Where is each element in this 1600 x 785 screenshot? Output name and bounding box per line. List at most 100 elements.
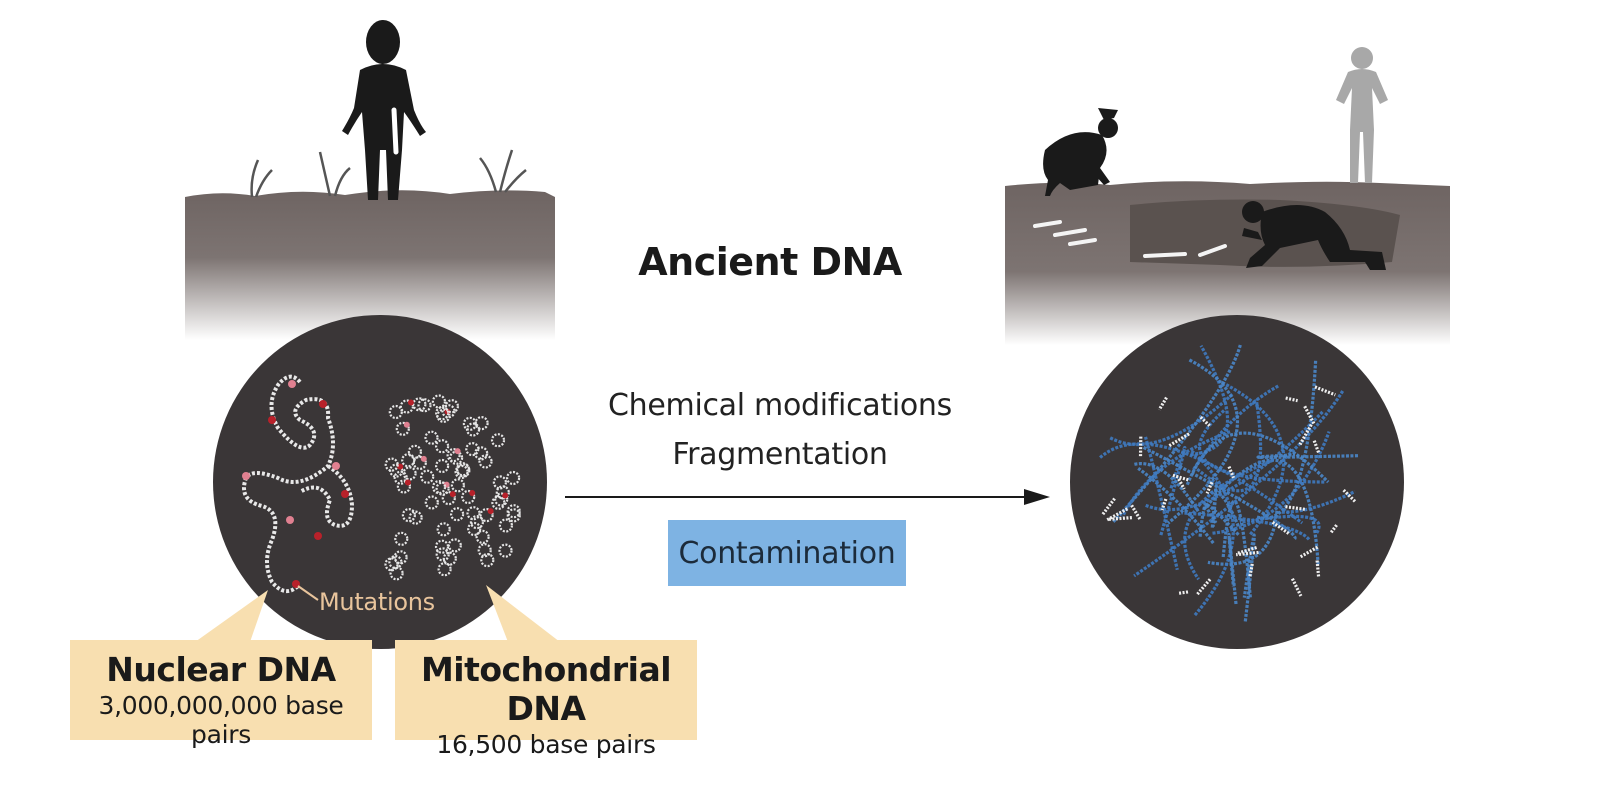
- dna-fragment: [1157, 396, 1168, 411]
- nuclear-dna-size: 3,000,000,000 base pairs: [98, 691, 344, 749]
- contaminant-dna-strand: [1143, 436, 1179, 571]
- callout-nuclear-dna: Nuclear DNA 3,000,000,000 base pairs: [70, 640, 372, 749]
- dna-fragment: [1329, 524, 1338, 535]
- mitochondrial-dna-ring: [477, 543, 492, 558]
- mitochondrial-dna-ring: [412, 455, 427, 470]
- contaminant-dna-strand: [1210, 484, 1218, 528]
- dna-fragment: [1298, 423, 1313, 446]
- callout-pointer-nuclear: [195, 590, 268, 642]
- contaminant-dna-strand: [1281, 490, 1356, 514]
- dna-fragment: [1172, 473, 1190, 482]
- mitochondrial-dna-ring: [431, 394, 446, 409]
- mitochondrial-dna-ring: [466, 506, 481, 521]
- dna-fragment: [1160, 498, 1168, 511]
- mitochondrial-dna-ring: [384, 557, 399, 572]
- mitochondrial-dna-ring: [465, 442, 480, 457]
- mitochondrial-dna-ring: [408, 510, 423, 525]
- human-silhouette-icon: [342, 20, 426, 200]
- archaeologist-silhouette-icon: [1242, 201, 1386, 270]
- mitochondrial-dna-ring: [394, 531, 409, 546]
- bone-icon: [1033, 220, 1227, 258]
- mitochondrial-dna-ring: [441, 491, 456, 506]
- mitochondrial-dna-ring: [401, 507, 416, 523]
- mitochondrial-dna-ring: [396, 479, 411, 494]
- contaminant-dna-strand: [1256, 360, 1318, 520]
- mitochondrial-dna-title: Mitochondrial DNA: [420, 650, 672, 728]
- mitochondrial-dna-ring: [435, 406, 450, 421]
- mitochondrial-dna-ring: [469, 514, 484, 530]
- mitochondrial-dna-ring: [491, 495, 506, 510]
- mitochondrial-dna-ring: [412, 397, 427, 412]
- mitochondrial-dna-ring: [461, 489, 476, 505]
- mitochondrial-dna-ring: [407, 444, 422, 459]
- mitochondrial-dna-ring: [478, 454, 493, 469]
- contaminant-dna-strand: [1197, 408, 1325, 484]
- arrow-right-icon: [1024, 489, 1050, 505]
- contaminant-dna-strand: [1099, 442, 1304, 525]
- contaminant-dna-strands: [1099, 344, 1359, 622]
- standing-person-silhouette-icon: [1336, 47, 1388, 183]
- bone-icon: [391, 107, 399, 155]
- mitochondrial-dna-ring: [454, 464, 469, 479]
- dna-fragment: [1271, 520, 1291, 536]
- dna-fragment: [1177, 590, 1189, 595]
- contaminant-dna-strand: [1183, 458, 1274, 581]
- mutation-marker: [407, 399, 414, 406]
- mutation-marker: [469, 490, 476, 496]
- mitochondrial-dna-ring: [420, 469, 435, 484]
- mitochondrial-dna-ring: [431, 480, 447, 495]
- mitochondrial-dna-ring: [446, 448, 461, 463]
- mitochondrial-dna-ring: [424, 495, 439, 510]
- fragmented-dna-strands: [1101, 385, 1357, 597]
- mitochondrial-dna-ring: [399, 399, 414, 414]
- dna-circle-intact: [213, 315, 547, 649]
- mitochondrial-dna-ring: [506, 504, 521, 519]
- dna-fragment: [1130, 504, 1142, 521]
- mitochondrial-dna-rings: [384, 394, 521, 581]
- nuclear-dna-strand: [242, 374, 355, 594]
- grass-icon: [250, 149, 527, 198]
- mutation-pointer-line: [297, 585, 319, 601]
- mitochondrial-dna-ring: [474, 446, 489, 461]
- archaeologist-silhouette-icon: [1043, 108, 1118, 196]
- dna-fragment: [1235, 550, 1259, 557]
- mutation-marker: [404, 479, 411, 486]
- mitochondrial-dna-ring: [436, 522, 451, 537]
- mutation-marker: [420, 455, 427, 462]
- mutation-marker: [487, 508, 494, 515]
- mitochondrial-dna-ring: [505, 470, 521, 486]
- contaminant-dna-strand: [1109, 393, 1234, 446]
- mitochondrial-dna-ring: [393, 550, 408, 565]
- contaminant-dna-strand: [1181, 511, 1311, 541]
- mitochondrial-dna-ring: [480, 552, 495, 568]
- contaminant-dna-strand: [1221, 500, 1252, 599]
- callout-pointer-mito: [486, 585, 560, 642]
- mitochondrial-dna-ring: [424, 430, 439, 445]
- contaminant-dna-strand: [1167, 358, 1239, 525]
- dna-fragment: [1342, 488, 1357, 504]
- dna-fragment: [1108, 516, 1133, 521]
- dna-fragment: [1315, 560, 1321, 579]
- mitochondrial-dna-ring: [402, 466, 417, 481]
- mitochondrial-dna-ring: [435, 439, 450, 454]
- mitochondrial-dna-ring: [506, 508, 521, 523]
- mutations-label: Mutations: [319, 588, 435, 616]
- mitochondrial-dna-ring: [449, 450, 464, 465]
- contaminant-dna-strand: [1111, 344, 1242, 524]
- mitochondrial-dna-ring: [435, 547, 450, 562]
- contaminant-dna-strand: [1121, 430, 1231, 518]
- mitochondrial-dna-ring: [498, 543, 513, 558]
- contaminant-dna-strand: [1219, 380, 1286, 536]
- contaminant-dna-strand: [1212, 431, 1331, 535]
- mitochondrial-dna-ring: [401, 453, 416, 468]
- mitochondrial-dna-ring: [494, 492, 509, 507]
- mutation-marker: [502, 492, 509, 499]
- mitochondrial-dna-ring: [384, 457, 399, 472]
- nuclear-dna-title: Nuclear DNA: [106, 650, 336, 689]
- process-label-chemical-modifications: Chemical modifications: [608, 388, 952, 423]
- contaminant-dna-strand: [1242, 533, 1256, 622]
- mitochondrial-dna-ring: [434, 539, 450, 554]
- dna-fragment: [1314, 385, 1336, 397]
- contaminant-dna-strand: [1190, 449, 1235, 617]
